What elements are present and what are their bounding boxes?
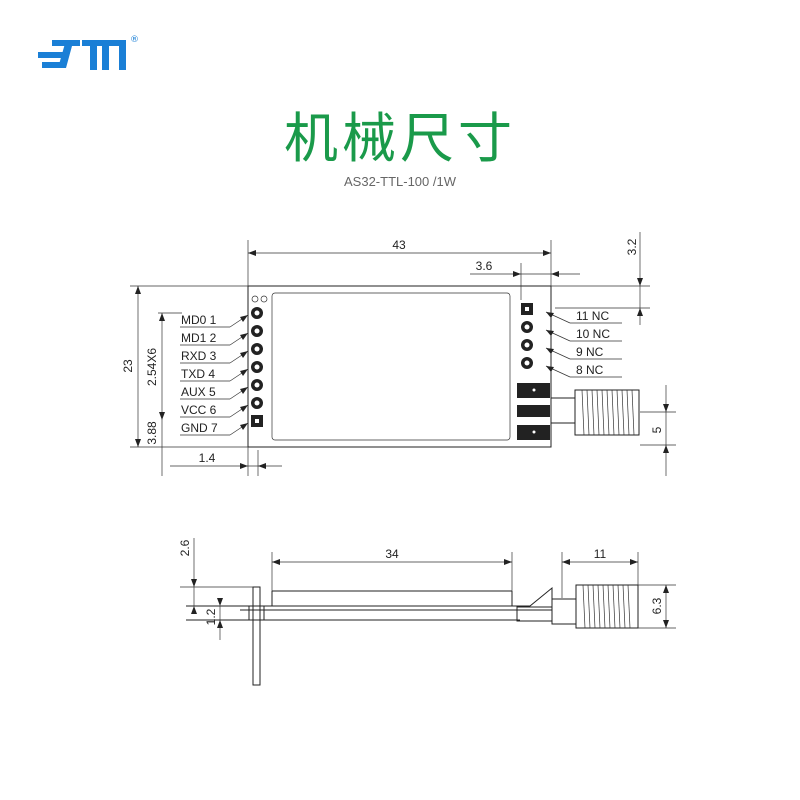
mount-pad bbox=[251, 295, 259, 303]
dim-width: 43 bbox=[392, 238, 406, 252]
dim-board-length: 34 bbox=[385, 547, 399, 561]
esti-logo-icon: ® bbox=[38, 35, 139, 70]
pin-label-right: 9 NC bbox=[576, 345, 604, 359]
antenna-pad bbox=[517, 405, 550, 417]
dim-pitch: 2.54X6 bbox=[145, 348, 159, 386]
side-view: 34 11 6.3 2.6 1.2 bbox=[178, 538, 676, 686]
pin-label-left: MD0 1 bbox=[181, 313, 217, 327]
pin-label-left: RXD 3 bbox=[181, 349, 217, 363]
top-view: MD0 1 MD1 2 RXD 3 TXD 4 AUX 5 VCC 6 GND 7 11 N… bbox=[121, 232, 676, 476]
dim-antenna-height: 5 bbox=[650, 426, 664, 433]
pin-label-left: GND 7 bbox=[181, 421, 218, 435]
page-title: 机械尺寸 bbox=[284, 107, 516, 170]
pin-label-left: TXD 4 bbox=[181, 367, 215, 381]
left-pin-pads bbox=[251, 307, 263, 427]
dim-left-offset: 1.4 bbox=[199, 451, 216, 465]
pin-label-right: 8 NC bbox=[576, 363, 604, 377]
dim-right-offset: 3.6 bbox=[476, 259, 493, 273]
dim-top-offset: 3.2 bbox=[625, 238, 639, 255]
model-subtitle: AS32-TTL-100 /1W bbox=[344, 174, 456, 189]
shield-outline bbox=[271, 292, 511, 441]
right-pin-pads bbox=[521, 303, 533, 369]
registered-mark: ® bbox=[130, 35, 139, 45]
dim-connector-diameter: 6.3 bbox=[650, 597, 664, 614]
dim-pin-height: 2.6 bbox=[178, 539, 192, 556]
dim-bottom-offset: 3.88 bbox=[145, 421, 159, 445]
dim-height: 23 bbox=[121, 359, 135, 373]
sma-connector-side bbox=[575, 584, 639, 629]
pin-label-right: 11 NC bbox=[576, 309, 609, 323]
pin-label-left: MD1 2 bbox=[181, 331, 217, 345]
pin-label-left: VCC 6 bbox=[181, 403, 217, 417]
header-pin bbox=[252, 586, 261, 686]
dim-connector-length: 11 bbox=[594, 547, 607, 561]
pin-label-left: AUX 5 bbox=[181, 385, 216, 399]
pin-label-right: 10 NC bbox=[576, 327, 610, 341]
board-outline bbox=[247, 285, 552, 448]
sma-connector-top bbox=[550, 389, 640, 436]
mount-pad bbox=[260, 295, 268, 303]
dim-board-thickness: 1.2 bbox=[204, 608, 218, 625]
